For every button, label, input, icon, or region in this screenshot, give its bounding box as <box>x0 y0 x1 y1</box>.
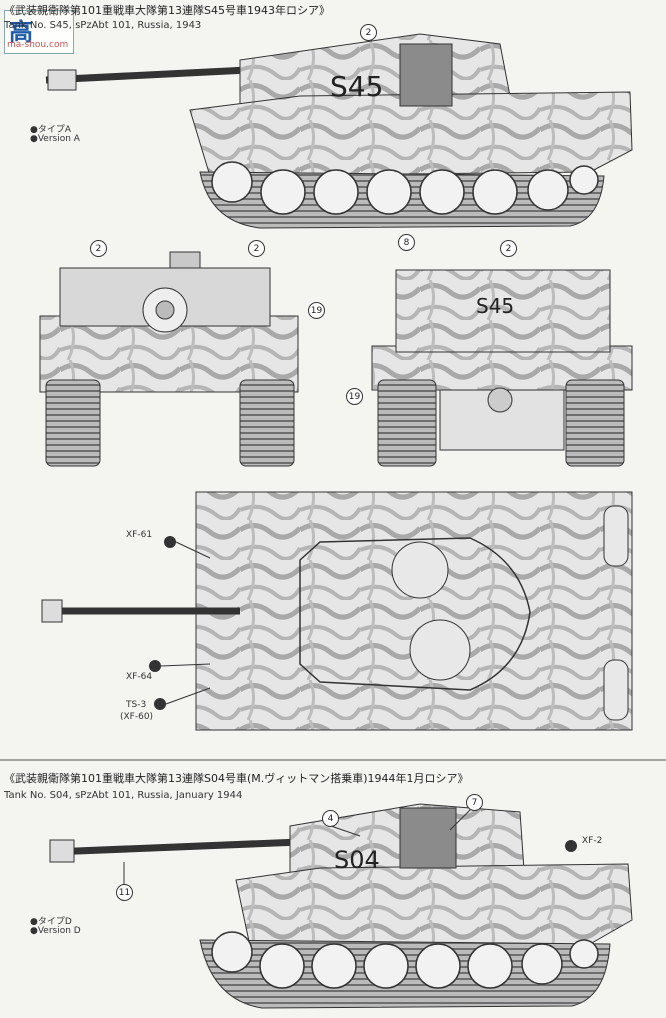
section1-version-en: ●Version A <box>30 134 80 144</box>
rear-view <box>371 269 633 467</box>
xf61-swatch <box>164 536 176 548</box>
section1-title-jp: 《武装親衛隊第101重戦車大隊第13連隊S45号車1943年ロシア》 <box>4 4 330 17</box>
site-watermark: 高 ma-shou.com <box>4 10 74 54</box>
paint-ts3: TS-3 <box>126 700 147 710</box>
callout-top: 2 <box>360 24 377 41</box>
section2-version-jp: ●タイプD <box>30 917 72 927</box>
callout-rear-top: 2 <box>500 240 517 257</box>
section1-version-jp: ●タイプA <box>30 125 72 135</box>
paint-xf60: (XF-60) <box>120 712 154 722</box>
callout-front-left: 2 <box>90 240 107 257</box>
turret-number-s45: S45 <box>330 70 384 103</box>
section2-version-en: ●Version D <box>30 926 81 936</box>
callout-hull: 7 <box>466 794 483 811</box>
rear-number-s45: S45 <box>476 294 515 318</box>
ts3-swatch <box>154 698 166 710</box>
callout-front-small: 19 <box>308 302 325 319</box>
callout-side-bottom: 8 <box>398 234 415 251</box>
front-view <box>39 251 299 467</box>
watermark-site: ma-shou.com <box>7 40 69 50</box>
paint-xf2: XF-2 <box>582 836 603 846</box>
callout-gun: 11 <box>116 884 133 901</box>
side-view-s45 <box>45 33 633 229</box>
turret-number-s04: S04 <box>334 846 380 874</box>
side-view-s04 <box>49 803 633 1009</box>
callout-front-right: 2 <box>248 240 265 257</box>
xf64-swatch <box>149 660 161 672</box>
section2-title-en: Tank No. S04, sPzAbt 101, Russia, Januar… <box>4 790 243 801</box>
callout-rear-left: 19 <box>346 388 363 405</box>
top-view <box>41 491 633 731</box>
watermark-glyph: 高 <box>9 18 33 46</box>
xf2-swatch <box>565 840 577 852</box>
paint-xf64: XF-64 <box>126 672 153 682</box>
section1-title-en: Tank No. S45, sPzAbt 101, Russia, 1943 <box>4 20 202 31</box>
paint-xf61: XF-61 <box>126 530 153 540</box>
section2-title-jp: 《武装親衛隊第101重戦車大隊第13連隊S04号車(M.ヴィットマン搭乗車)19… <box>4 772 469 785</box>
callout-turret: 4 <box>322 810 339 827</box>
